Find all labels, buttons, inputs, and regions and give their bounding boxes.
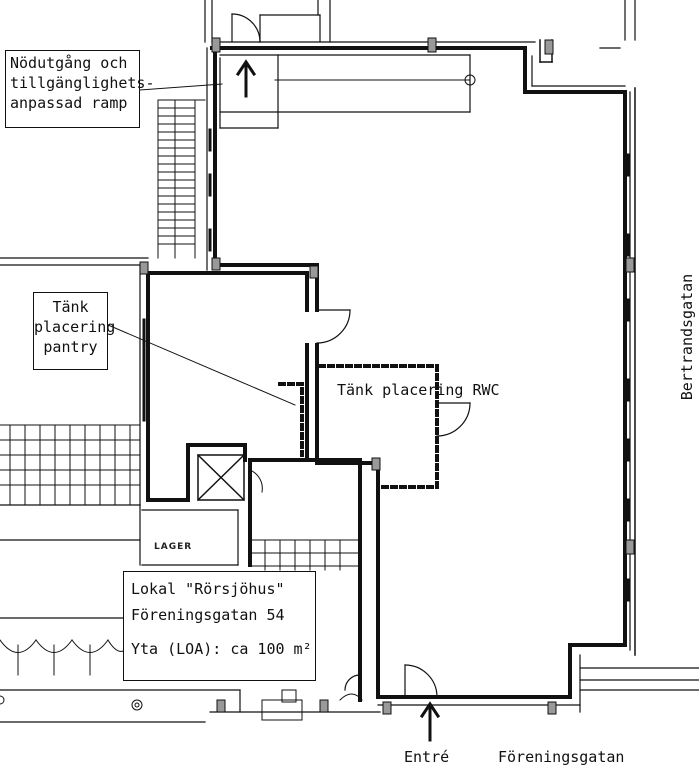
premises-area: Yta (LOA): ca 100 m² <box>131 640 312 658</box>
column-markers <box>139 37 635 715</box>
pantry-line-2: placering <box>34 318 116 336</box>
premises-info-box: Lokal "Rörsjöhus" Föreningsgatan 54 Yta … <box>123 571 316 681</box>
rwc-line-1: Tänk <box>337 381 374 399</box>
stairs-center <box>249 539 361 571</box>
ramp-handrail <box>274 74 476 86</box>
rwc-line-3: RWC <box>472 381 500 399</box>
rwc-label: Tänk placering RWC <box>337 378 500 402</box>
premises-address: Föreningsgatan 54 <box>131 606 285 624</box>
bottom-left-arches <box>0 639 131 676</box>
bottom-symbols <box>0 689 363 721</box>
entry-arrow-icon <box>419 701 441 742</box>
doors <box>231 13 471 698</box>
emergency-exit-label: Nödutgång och tillgänglighets- anpassad … <box>5 50 155 128</box>
exit-arrow-icon <box>235 59 257 98</box>
emergency-exit-line-2: tillgänglighets- <box>10 74 155 92</box>
entrance-label: Entré <box>404 748 450 766</box>
stairs-left-top <box>157 99 206 259</box>
rwc-placement-zone <box>278 364 439 489</box>
thin-walls <box>0 0 699 723</box>
premises-title: Lokal "Rörsjöhus" <box>131 580 285 598</box>
stairs-left-middle <box>0 424 141 506</box>
emergency-exit-line-3: anpassad ramp <box>10 94 128 112</box>
premises-walls <box>146 39 636 702</box>
elevator-shaft <box>196 453 263 502</box>
street-bertrandsgatan: Bertrandsgatan <box>678 273 696 401</box>
leader-lines <box>107 83 296 406</box>
rwc-line-2: placering <box>382 381 464 399</box>
emergency-exit-line-1: Nödutgång och <box>10 54 128 72</box>
right-window-marks <box>142 128 630 602</box>
pantry-line-1: Tänk <box>52 298 89 316</box>
pantry-line-3: pantry <box>43 338 98 356</box>
street-foreningsgatan: Föreningsgatan <box>498 748 625 766</box>
storage-label: LAGER <box>154 542 193 552</box>
pantry-label: Tänk placering pantry <box>33 292 116 370</box>
